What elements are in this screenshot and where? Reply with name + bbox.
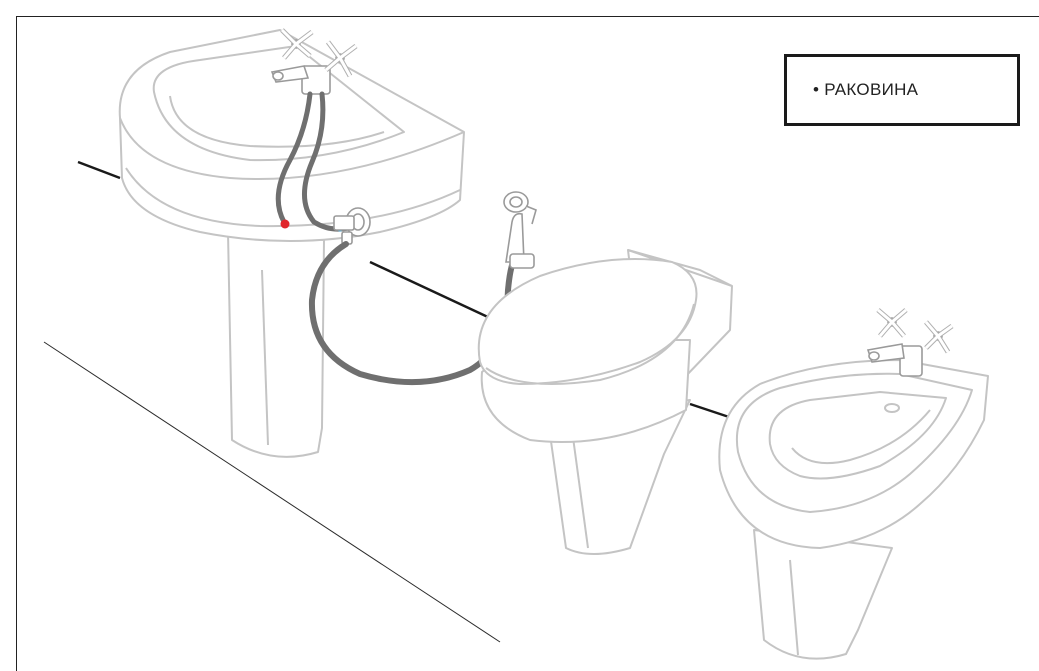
legend-box: • РАКОВИНА [784, 54, 1020, 126]
bidet-cold-handle-icon [926, 322, 952, 352]
washbasin-icon [120, 30, 464, 457]
shower-head-icon [504, 192, 536, 268]
legend-bullet: • [813, 80, 819, 100]
toilet-icon [479, 250, 732, 554]
bidet-icon [719, 360, 988, 659]
bidet-hot-handle-icon [878, 310, 906, 336]
legend-label: РАКОВИНА [824, 80, 918, 100]
hot-marker-icon [281, 220, 290, 229]
